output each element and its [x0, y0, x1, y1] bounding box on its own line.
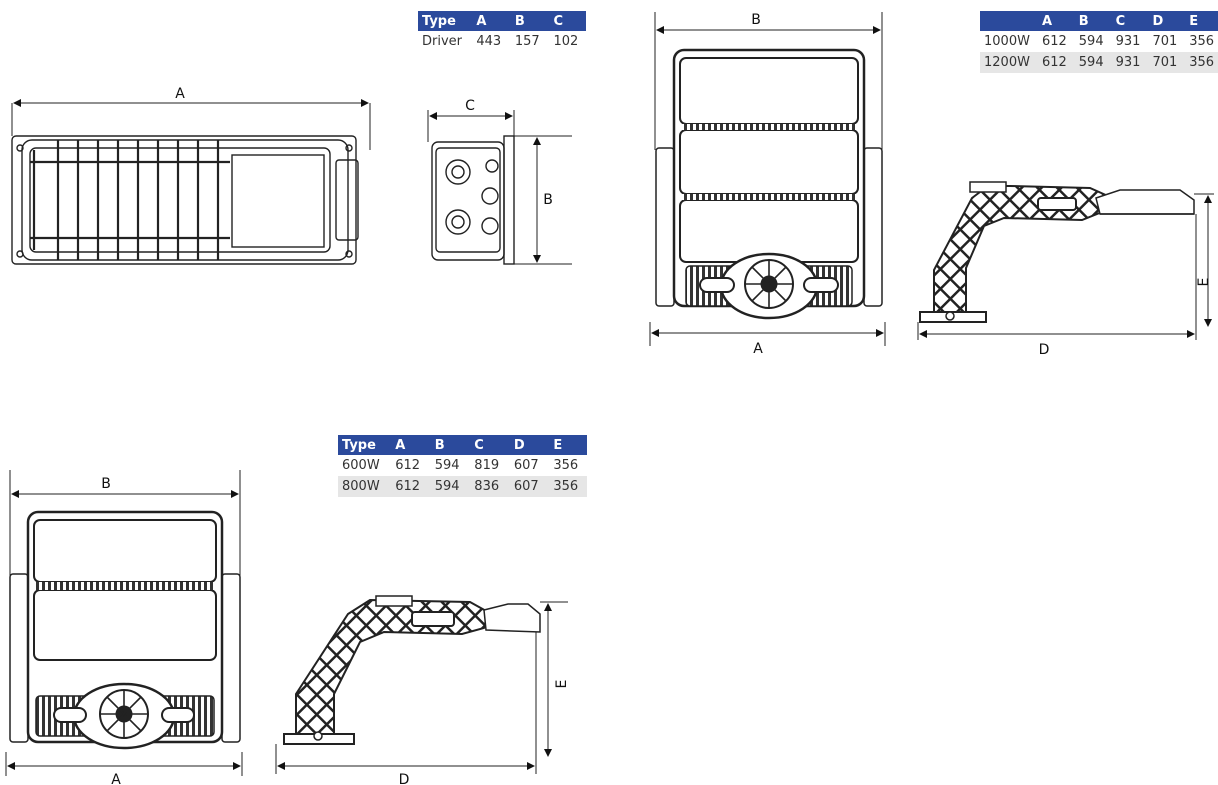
table-cell: 102: [553, 34, 579, 49]
header-cell: C: [1109, 11, 1147, 31]
header-cell: Type: [338, 435, 390, 455]
header-cell: E: [547, 435, 587, 455]
table-cell: 594: [1078, 34, 1104, 49]
table-cell: 800W: [338, 476, 390, 497]
high-power-side-view: [917, 181, 1214, 340]
driver-top-view: [11, 99, 371, 265]
table-cell: 443: [476, 34, 502, 49]
table-cell: 612: [389, 476, 429, 497]
header-cell: B: [508, 11, 548, 31]
dimension-label-b: B: [751, 12, 761, 28]
header-cell: C: [547, 11, 586, 31]
table-header-row: A B C D E: [980, 11, 1218, 31]
dimension-label-e: E: [554, 680, 570, 689]
header-cell: Type: [418, 11, 471, 31]
table-cell: 931: [1115, 34, 1141, 49]
table-cell: 607: [507, 476, 548, 497]
table-cell: 612: [395, 458, 421, 473]
header-cell: B: [1072, 11, 1110, 31]
table-cell: 356: [553, 458, 579, 473]
table-cell: 157: [514, 34, 540, 49]
header-cell: A: [1035, 11, 1073, 31]
header-cell: E: [1183, 11, 1218, 31]
table-cell: 356: [1189, 34, 1215, 49]
dimension-label-c: C: [465, 98, 475, 114]
header-cell: D: [1146, 11, 1184, 31]
low-power-dimension-table: Type A B C D E 600W 612 594 819 607 356 …: [338, 435, 587, 497]
table-row: 1000W 612 594 931 701 356: [980, 31, 1218, 52]
table-header-row: Type A B C D E: [338, 435, 587, 455]
table-cell: 594: [434, 458, 460, 473]
table-header-row: Type A B C: [418, 11, 586, 31]
table-cell: 701: [1146, 52, 1184, 73]
table-cell: 594: [1072, 52, 1110, 73]
table-cell: 594: [428, 476, 469, 497]
table-cell: 356: [1183, 52, 1218, 73]
dimension-label-a: A: [175, 86, 185, 102]
table-cell: 701: [1152, 34, 1178, 49]
table-row: 800W 612 594 836 607 356: [338, 476, 587, 497]
table-row: 600W 612 594 819 607 356: [338, 455, 587, 476]
table-cell: 819: [474, 458, 500, 473]
table-row: Driver 443 157 102: [418, 31, 586, 52]
driver-dimension-table: Type A B C Driver 443 157 102: [418, 11, 586, 52]
table-cell: 931: [1109, 52, 1147, 73]
header-cell: C: [468, 435, 508, 455]
table-cell: 356: [547, 476, 587, 497]
table-cell: 1000W: [984, 34, 1030, 49]
header-cell: D: [507, 435, 548, 455]
table-cell: 612: [1035, 52, 1073, 73]
table-cell: Driver: [422, 34, 463, 49]
table-row: 1200W 612 594 931 701 356: [980, 52, 1218, 73]
header-cell: A: [470, 11, 509, 31]
dimension-label-b: B: [543, 192, 553, 208]
header-cell: [980, 11, 1036, 31]
high-power-front-view: [649, 12, 886, 346]
low-power-side-view: [275, 595, 568, 774]
header-cell: B: [428, 435, 469, 455]
table-cell: 1200W: [980, 52, 1036, 73]
dimension-label-a: A: [753, 341, 763, 357]
driver-side-view: [427, 110, 572, 265]
dimension-label-a: A: [111, 772, 121, 785]
dimension-label-d: D: [1039, 342, 1050, 358]
table-cell: 612: [1041, 34, 1067, 49]
table-cell: 600W: [342, 458, 380, 473]
table-cell: 607: [513, 458, 539, 473]
high-power-dimension-table: A B C D E 1000W 612 594 931 701 356 1200…: [980, 11, 1218, 73]
header-cell: A: [389, 435, 429, 455]
dimension-label-d: D: [399, 772, 410, 785]
dimension-label-b: B: [101, 476, 111, 492]
dimension-label-e: E: [1196, 278, 1212, 287]
table-cell: 836: [468, 476, 508, 497]
low-power-front-view: [5, 470, 243, 776]
